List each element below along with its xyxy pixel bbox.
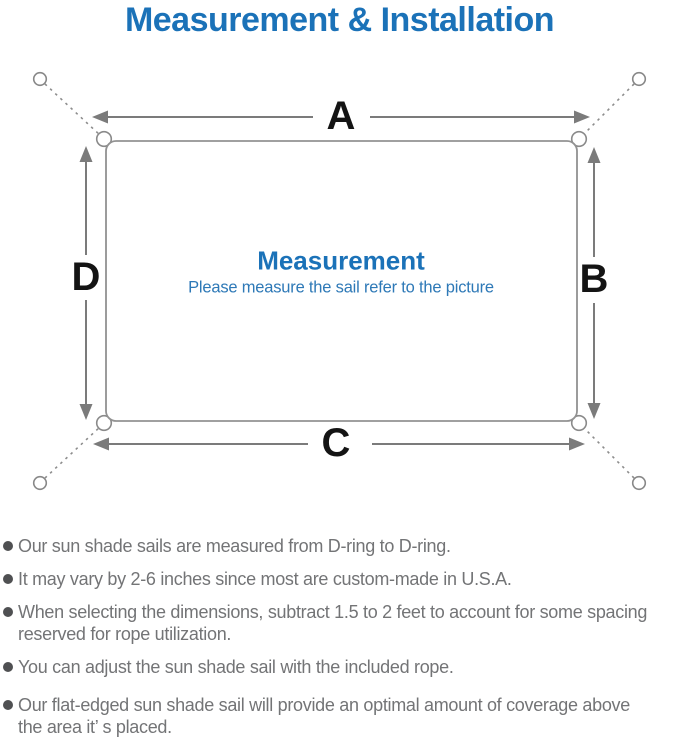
dimension-label-a: A [326, 94, 356, 138]
anchor-ring-icon [32, 71, 48, 87]
list-item: You can adjust the sun shade sail with t… [3, 656, 675, 678]
sail-diagram-graphic [32, 71, 647, 491]
note-text: Our sun shade sails are measured from D-… [18, 536, 451, 556]
note-text: It may vary by 2-6 inches since most are… [18, 569, 512, 589]
dimension-label-d: D [71, 255, 101, 299]
note-text: Our flat-edged sun shade sail will provi… [18, 695, 630, 737]
list-item: It may vary by 2-6 inches since most are… [3, 568, 675, 590]
anchor-ring-icon [631, 71, 647, 87]
page-title: Measurement & Installation [124, 1, 555, 39]
rope-bottom-right [581, 425, 635, 479]
diagram-heading: Measurement [257, 245, 425, 276]
bullet-dot-icon [3, 700, 13, 710]
d-ring-icon [570, 414, 588, 432]
anchor-rings [32, 71, 647, 491]
bullet-dot-icon [3, 574, 13, 584]
arrowhead-up-icon [79, 146, 93, 162]
corner-d-rings [95, 130, 588, 432]
arrowhead-down-icon [587, 403, 601, 419]
arrowhead-right-icon [569, 437, 585, 451]
dimension-label-c: C [321, 421, 351, 465]
rope-dashed-lines [44, 83, 635, 479]
rope-top-left [44, 83, 102, 137]
bullet-dot-icon [3, 662, 13, 672]
note-text: When selecting the dimensions, subtract … [18, 602, 648, 644]
note-text: You can adjust the sun shade sail with t… [18, 657, 454, 677]
anchor-ring-icon [32, 475, 48, 491]
sail-measurement-diagram: A B C D Measurement Please measure the s… [32, 71, 647, 491]
list-item: Our sun shade sails are measured from D-… [3, 535, 675, 557]
d-ring-icon [95, 414, 113, 432]
bullet-dot-icon [3, 541, 13, 551]
arrowhead-up-icon [587, 147, 601, 163]
sail-rectangle [105, 140, 578, 422]
arrowhead-left-icon [92, 110, 108, 124]
arrowhead-left-icon [93, 437, 109, 451]
bullet-dot-icon [3, 607, 13, 617]
notes-list: Our sun shade sails are measured from D-… [0, 510, 679, 739]
list-item: Our flat-edged sun shade sail will provi… [3, 694, 675, 738]
rope-top-right [581, 83, 635, 137]
d-ring-icon [95, 130, 113, 148]
rope-bottom-left [44, 425, 102, 479]
list-item: When selecting the dimensions, subtract … [3, 601, 675, 645]
dimension-label-b: B [579, 257, 609, 301]
dimension-arrows [79, 110, 601, 451]
diagram-subheading: Please measure the sail refer to the pic… [188, 278, 494, 297]
d-ring-icon [570, 130, 588, 148]
arrowhead-down-icon [79, 404, 93, 420]
arrowhead-right-icon [574, 110, 590, 124]
anchor-ring-icon [631, 475, 647, 491]
